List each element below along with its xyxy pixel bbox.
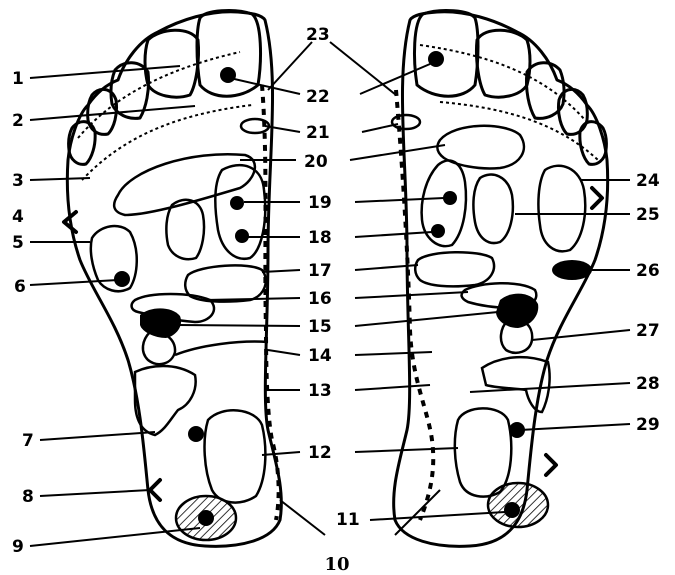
leader-16r xyxy=(355,292,468,298)
right-zone-21 xyxy=(392,115,420,129)
leader-19r xyxy=(355,198,444,202)
right-foot xyxy=(392,11,608,547)
leader-12r xyxy=(355,448,458,452)
leader-18r xyxy=(355,232,432,237)
label-25: 25 xyxy=(636,205,660,225)
right-zone-26 xyxy=(552,260,592,280)
right-dot-22 xyxy=(428,51,444,67)
left-zone-18-19 xyxy=(215,165,265,259)
leader-21 xyxy=(265,126,300,132)
right-zone-20 xyxy=(437,126,524,169)
left-foot xyxy=(64,11,281,547)
right-zone-lung xyxy=(473,175,512,243)
label-8: 8 xyxy=(22,487,34,507)
left-arrow-8 xyxy=(150,480,160,500)
leader-11b xyxy=(370,512,505,520)
left-zone-14 xyxy=(175,342,268,355)
label-21: 21 xyxy=(306,123,330,143)
label-20: 20 xyxy=(304,152,328,172)
left-dot-12 xyxy=(188,426,204,442)
label-19: 19 xyxy=(308,193,332,213)
label-3: 3 xyxy=(12,171,24,191)
label-23: 23 xyxy=(306,25,330,45)
leader-23b xyxy=(330,42,396,95)
left-zone-lung xyxy=(166,200,204,259)
left-zone-12 xyxy=(205,410,266,502)
right-toe-2 xyxy=(476,30,530,97)
right-zone-15 xyxy=(496,294,538,328)
label-14: 14 xyxy=(308,346,332,366)
label-26: 26 xyxy=(636,261,660,281)
label-12: 12 xyxy=(308,443,332,463)
leader-16 xyxy=(205,298,300,300)
label-5: 5 xyxy=(12,233,24,253)
label-13: 13 xyxy=(308,381,332,401)
leader-29 xyxy=(520,424,630,430)
label-27: 27 xyxy=(636,321,660,341)
leader-12 xyxy=(262,452,300,455)
label-2: 2 xyxy=(12,111,24,131)
right-arrow-heel xyxy=(546,455,556,475)
label-4: 4 xyxy=(12,207,24,227)
label-16: 16 xyxy=(308,289,332,309)
right-dot-18 xyxy=(431,224,445,238)
left-dot-6 xyxy=(114,271,130,287)
label-6: 6 xyxy=(14,277,26,297)
left-toe-2 xyxy=(145,30,199,97)
leader-15r xyxy=(355,312,498,326)
label-24: 24 xyxy=(636,171,660,191)
right-arrow-24 xyxy=(592,188,602,208)
figure-caption: 10 xyxy=(324,554,349,575)
right-zone-24 xyxy=(538,166,585,252)
label-7: 7 xyxy=(22,431,34,451)
right-dot-19 xyxy=(443,191,457,205)
leader-22 xyxy=(230,78,300,94)
left-heel-dot xyxy=(198,510,214,526)
leader-23a xyxy=(268,42,312,90)
right-zone-17 xyxy=(415,252,494,286)
label-15: 15 xyxy=(308,317,332,337)
leader-14 xyxy=(268,350,300,355)
label-17: 17 xyxy=(308,261,332,281)
left-zone-7 xyxy=(135,366,196,435)
left-dot-22 xyxy=(220,67,236,83)
left-dot-19 xyxy=(230,196,244,210)
leader-7 xyxy=(40,432,155,440)
label-11: 11 xyxy=(336,510,360,530)
leader-3 xyxy=(30,178,90,180)
label-22: 22 xyxy=(306,87,330,107)
leader-6 xyxy=(30,280,118,285)
leader-8 xyxy=(40,490,150,496)
leader-14r xyxy=(355,352,432,355)
label-28: 28 xyxy=(636,374,660,394)
leader-22r xyxy=(360,64,430,94)
leader-21r xyxy=(362,124,398,132)
right-zone-12 xyxy=(455,408,511,496)
label-18: 18 xyxy=(308,228,332,248)
leader-20r xyxy=(350,145,445,160)
leader-11c xyxy=(395,490,440,535)
right-heel-dot xyxy=(504,502,520,518)
leader-27 xyxy=(532,330,630,340)
left-dot-18 xyxy=(235,229,249,243)
leader-11a xyxy=(280,500,325,535)
label-9: 9 xyxy=(12,537,24,557)
leader-1 xyxy=(30,66,180,78)
label-1: 1 xyxy=(12,69,24,89)
leader-15 xyxy=(178,325,300,326)
label-29: 29 xyxy=(636,415,660,435)
right-toe-line-lower xyxy=(440,102,598,160)
